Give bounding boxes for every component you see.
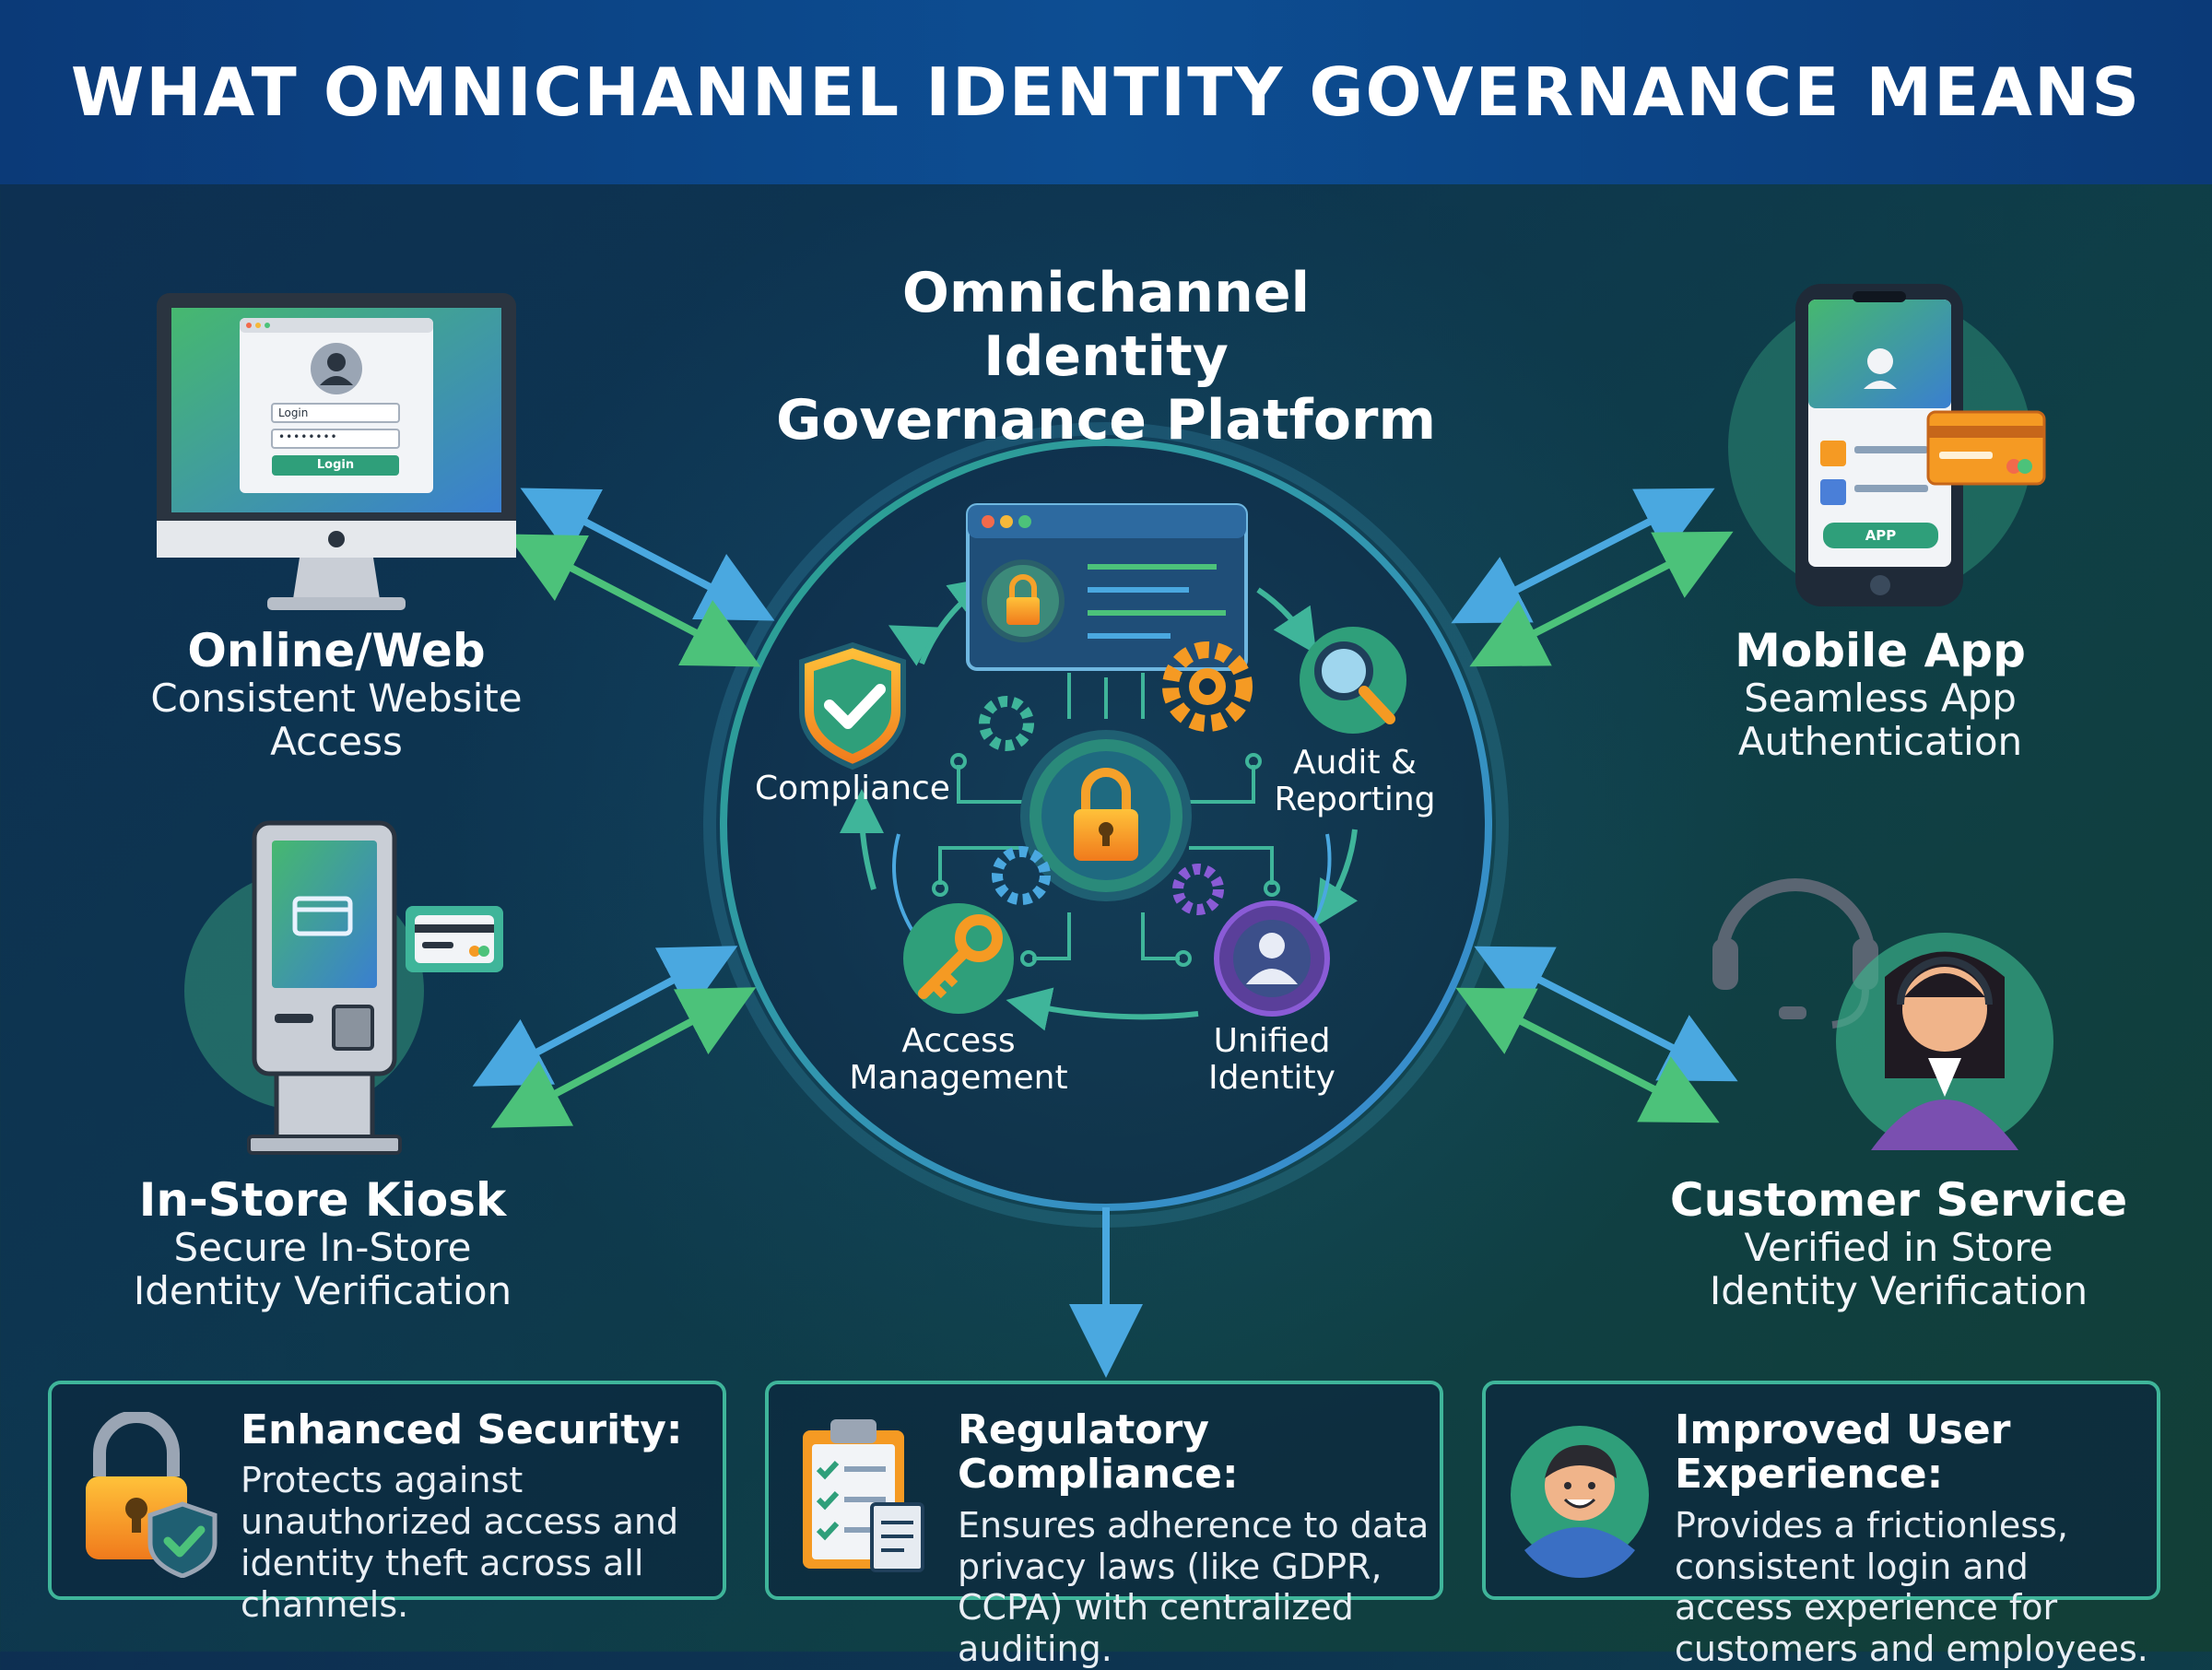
benefit-experience-text: Improved User Experience: Provides a fri…: [1675, 1406, 2154, 1670]
benefit-security-body: Protects against unauthorized access and…: [241, 1460, 679, 1625]
header-banner: WHAT OMNICHANNEL IDENTITY GOVERNANCE MEA…: [0, 0, 2212, 184]
node-label-access: Access Management: [839, 1023, 1078, 1096]
magnifier-icon: [1300, 627, 1406, 734]
channel-web-title: Online/Web: [187, 624, 486, 677]
node-label-unified: Unified Identity: [1180, 1023, 1364, 1096]
benefit-card-compliance: Regulatory Compliance: Ensures adherence…: [765, 1381, 1443, 1669]
gear-icons: [979, 641, 1253, 915]
channel-mobile: Mobile App Seamless App Authentication: [1641, 625, 2120, 763]
central-gear-lock-icon: [1020, 730, 1192, 901]
node-label-access-line1: Access: [901, 1022, 1016, 1060]
benefit-compliance-text: Regulatory Compliance: Ensures adherence…: [958, 1406, 1437, 1670]
web-login-button: Login: [316, 458, 355, 472]
channel-kiosk-title: In-Store Kiosk: [138, 1173, 507, 1227]
node-label-unified-line2: Identity: [1208, 1058, 1335, 1097]
channel-web-line2: Access: [270, 719, 403, 765]
benefit-experience-body: Provides a frictionless, consistent logi…: [1675, 1504, 2148, 1670]
node-label-unified-line1: Unified: [1213, 1022, 1331, 1060]
web-login-field: Login: [278, 406, 309, 419]
channel-service-title: Customer Service: [1669, 1173, 2128, 1227]
circuit-traces: [932, 673, 1280, 967]
user-identity-icon: [1214, 900, 1330, 1017]
platform-title: Omnichannel Identity Governance Platform: [774, 262, 1438, 453]
channel-kiosk-line2: Identity Verification: [133, 1268, 512, 1314]
node-label-access-line2: Management: [849, 1058, 1068, 1097]
channel-service-line2: Identity Verification: [1709, 1268, 2088, 1314]
kiosk-icon: [184, 820, 503, 1155]
benefit-security-text: Enhanced Security: Protects against unau…: [241, 1406, 720, 1626]
platform-title-line2: Governance Platform: [775, 388, 1437, 453]
benefit-card-security: Enhanced Security: Protects against unau…: [48, 1381, 726, 1625]
channel-web: Online/Web Consistent Website Access: [101, 625, 571, 763]
benefit-compliance-body: Ensures adherence to data privacy laws (…: [958, 1504, 1430, 1670]
clipboard-checklist-icon: [803, 1419, 924, 1572]
node-label-audit-line1: Audit &: [1293, 744, 1417, 782]
smiling-user-icon: [1511, 1426, 1649, 1578]
channel-kiosk-line1: Secure In-Store: [173, 1225, 472, 1270]
shield-check-icon: [799, 641, 906, 770]
channel-arrows: [472, 488, 1738, 1378]
benefit-card-experience: Improved User Experience: Provides a fri…: [1482, 1381, 2160, 1669]
channel-mobile-title: Mobile App: [1735, 624, 2026, 677]
benefit-experience-title: Improved User Experience:: [1675, 1406, 2011, 1499]
node-label-audit-line2: Reporting: [1274, 780, 1436, 818]
mobile-phone-icon: [1728, 284, 2046, 606]
channel-web-line1: Consistent Website: [150, 676, 523, 721]
platform-title-line1: Omnichannel Identity: [901, 261, 1311, 389]
channel-mobile-line2: Authentication: [1737, 719, 2023, 765]
padlock-shield-icon: [86, 1412, 218, 1578]
key-icon: [903, 903, 1014, 1014]
channel-mobile-line1: Seamless App: [1744, 676, 2017, 721]
mobile-app-button: APP: [1865, 527, 1897, 544]
web-password-field: ••••••••: [278, 430, 338, 443]
headset-agent-icon: [1712, 878, 2053, 1150]
node-label-audit: Audit & Reporting: [1263, 745, 1447, 817]
channel-kiosk: In-Store Kiosk Secure In-Store Identity …: [74, 1174, 571, 1312]
channel-service-line1: Verified in Store: [1744, 1225, 2053, 1270]
browser-window-icon: [966, 503, 1248, 671]
page-title: WHAT OMNICHANNEL IDENTITY GOVERNANCE MEA…: [70, 53, 2142, 131]
benefit-compliance-title: Regulatory Compliance:: [958, 1406, 1239, 1499]
benefit-security-title: Enhanced Security:: [241, 1406, 683, 1453]
channel-service: Customer Service Verified in Store Ident…: [1641, 1174, 2157, 1312]
desktop-monitor-icon: [157, 293, 516, 610]
node-label-compliance: Compliance: [755, 770, 950, 807]
